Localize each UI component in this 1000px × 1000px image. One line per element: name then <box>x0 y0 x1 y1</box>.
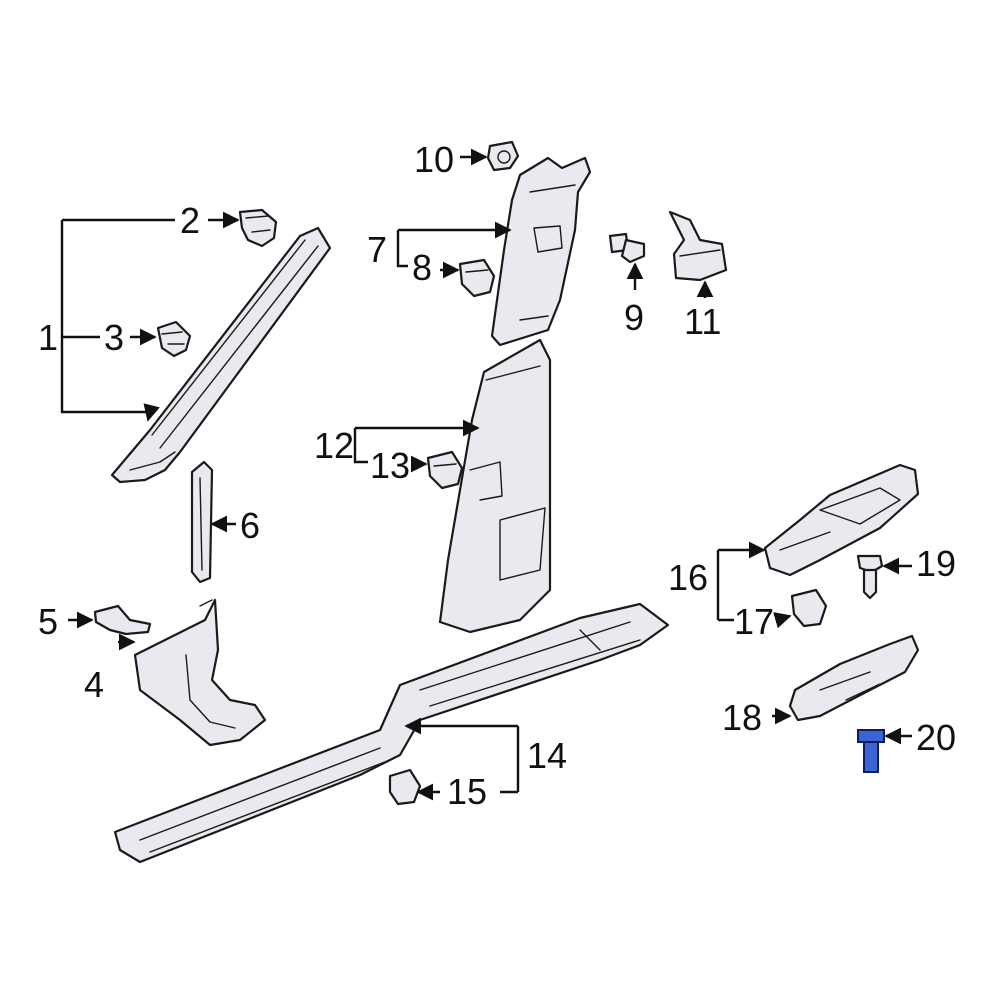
part-4-kick-panel[interactable] <box>133 598 267 747</box>
callout-4[interactable]: 4 <box>84 664 104 705</box>
callout-2[interactable]: 2 <box>180 200 200 241</box>
callout-8[interactable]: 8 <box>412 247 432 288</box>
part-16-rear-trim[interactable] <box>763 463 920 577</box>
part-13-clip[interactable] <box>426 450 464 490</box>
part-8-clip[interactable] <box>458 258 496 298</box>
part-9-bolt[interactable] <box>608 232 646 264</box>
callout-13[interactable]: 13 <box>370 445 410 486</box>
part-10-clip[interactable] <box>486 140 520 172</box>
part-18-bracket[interactable] <box>788 634 920 722</box>
callout-18[interactable]: 18 <box>722 697 762 738</box>
callout-14[interactable]: 14 <box>527 735 567 776</box>
part-15-clip[interactable] <box>388 768 422 806</box>
callout-12[interactable]: 12 <box>314 425 354 466</box>
part-20-screw-highlighted[interactable] <box>857 729 885 773</box>
callout-3[interactable]: 3 <box>104 317 124 358</box>
callout-5[interactable]: 5 <box>38 601 58 642</box>
part-14-sill-plate[interactable] <box>113 602 670 864</box>
callout-10[interactable]: 10 <box>414 139 454 180</box>
part-3-clip[interactable] <box>156 320 192 358</box>
part-6-trim-strip[interactable] <box>190 460 214 584</box>
callout-11[interactable]: 11 <box>684 301 721 342</box>
part-17-clip[interactable] <box>790 588 828 628</box>
callout-6[interactable]: 6 <box>240 505 260 546</box>
callout-19[interactable]: 19 <box>916 543 956 584</box>
callout-20[interactable]: 20 <box>916 717 956 758</box>
callout-17[interactable]: 17 <box>734 601 774 642</box>
callout-labels: 1 2 3 4 5 6 7 8 9 10 11 12 13 14 15 16 1… <box>38 139 956 812</box>
callout-1[interactable]: 1 <box>38 317 58 358</box>
part-19-screw[interactable] <box>856 554 884 600</box>
part-12-lower-b-pillar[interactable] <box>438 338 552 634</box>
callout-16[interactable]: 16 <box>668 557 708 598</box>
callout-15[interactable]: 15 <box>447 771 487 812</box>
part-11-cover[interactable] <box>668 210 728 282</box>
part-2-clip[interactable] <box>238 208 278 248</box>
callout-7[interactable]: 7 <box>367 229 387 270</box>
part-5-clip[interactable] <box>93 604 152 636</box>
part-1-a-pillar-trim[interactable] <box>110 226 332 484</box>
callout-9[interactable]: 9 <box>624 297 644 338</box>
leader-lines <box>60 148 912 801</box>
part-7-upper-b-pillar[interactable] <box>490 156 592 347</box>
